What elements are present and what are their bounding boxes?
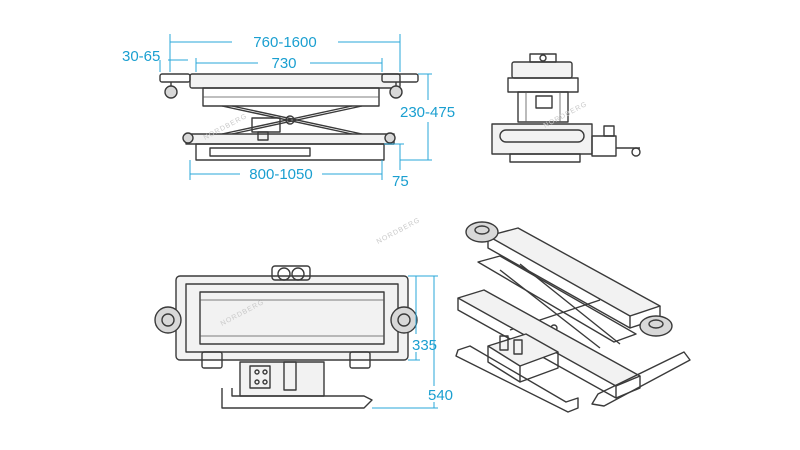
- dim-outer-span: 760-1600: [253, 34, 316, 51]
- wheel-right: [390, 306, 418, 334]
- iso-pad-left: [465, 221, 499, 243]
- dim-platform-length: 730: [271, 55, 296, 72]
- isometric-view: NORDBERG: [376, 217, 691, 413]
- iso-pad-right: [639, 315, 673, 337]
- dim-base-length: 800-1050: [249, 166, 312, 183]
- watermark-iso: NORDBERG: [376, 217, 422, 246]
- front-view: NORDBERG: [491, 53, 641, 163]
- dim-base-height: 75: [392, 173, 409, 190]
- dim-pad-offset: 30-65: [122, 48, 160, 65]
- top-view: NORDBERG 335 540: [154, 265, 453, 409]
- dim-overall-width: 540: [428, 387, 453, 404]
- dim-height-range: 230-475: [400, 104, 455, 121]
- dim-inner-width: 335: [412, 337, 437, 354]
- wheel-left: [154, 306, 182, 334]
- side-view: NORDBERG 760-1600 730 30-65 230-475 800-…: [122, 34, 455, 190]
